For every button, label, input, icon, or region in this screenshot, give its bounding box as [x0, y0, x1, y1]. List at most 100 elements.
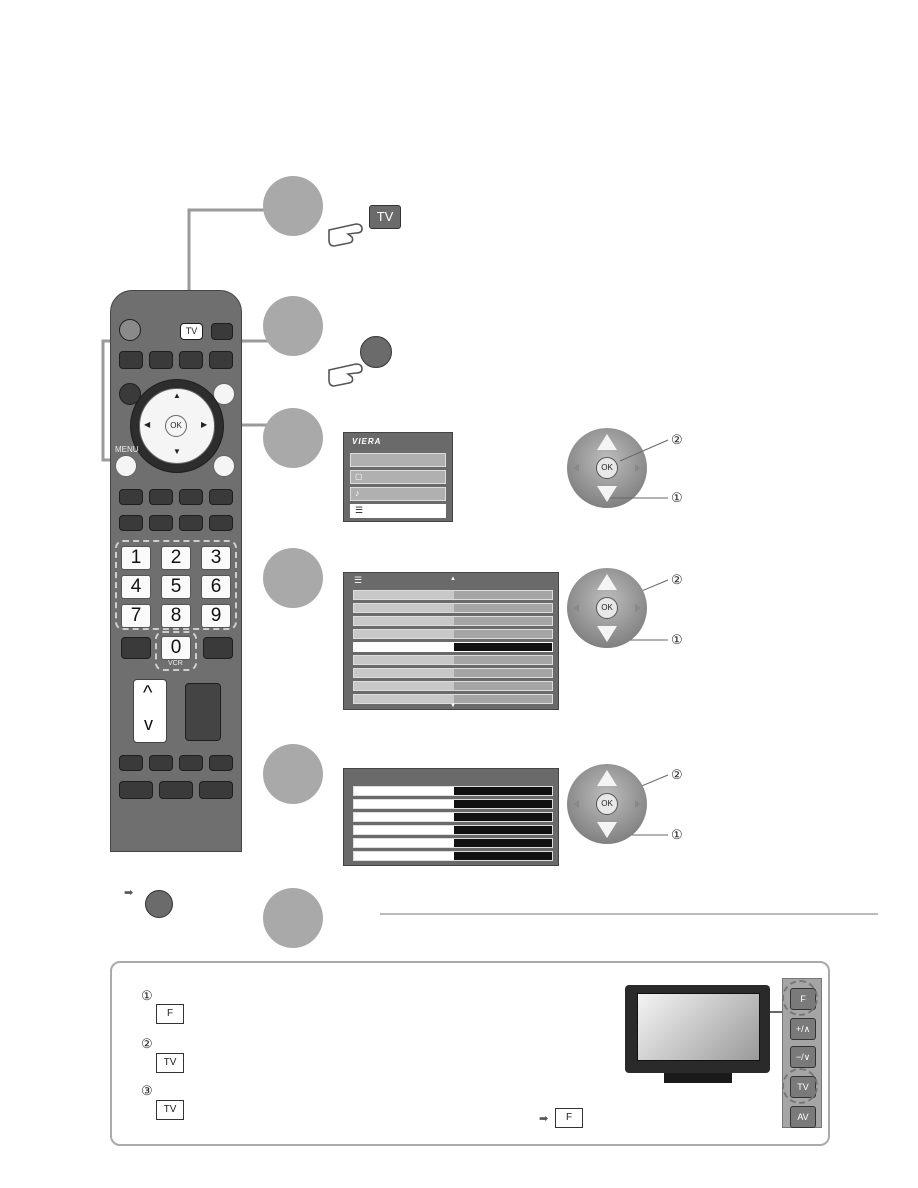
- move-marker: ①: [671, 632, 683, 647]
- arrow-right-icon[interactable]: ▶: [201, 420, 208, 429]
- function-button-1[interactable]: [119, 515, 143, 531]
- number-key-5[interactable]: 5: [161, 575, 191, 599]
- number-key-3[interactable]: 3: [201, 546, 231, 570]
- arrow-left-icon[interactable]: [573, 604, 579, 612]
- setup-row-9[interactable]: [353, 694, 553, 704]
- volume-rocker[interactable]: [185, 683, 221, 741]
- scroll-up-icon[interactable]: ▲: [450, 576, 456, 582]
- arrow-down-icon[interactable]: [597, 822, 617, 838]
- bottom-button-5[interactable]: [119, 781, 153, 799]
- bottom-button-3[interactable]: [179, 755, 203, 771]
- setup-row-1[interactable]: [353, 590, 553, 600]
- menu-button[interactable]: [115, 455, 137, 477]
- bottom-button-7[interactable]: [199, 781, 233, 799]
- ok-button[interactable]: OK: [596, 597, 618, 619]
- number-keys-highlight: [115, 540, 237, 630]
- arrow-up-icon[interactable]: [597, 434, 617, 450]
- tv-channel-down-button[interactable]: −/∨: [790, 1046, 816, 1068]
- function-button-3[interactable]: [179, 515, 203, 531]
- arrow-up-icon[interactable]: ▲: [173, 391, 181, 400]
- setup-row-7[interactable]: [353, 668, 553, 678]
- setup-row-4[interactable]: [353, 629, 553, 639]
- arrow-right-icon[interactable]: [635, 604, 641, 612]
- select-marker: ②: [671, 572, 683, 587]
- submenu-row-2[interactable]: [353, 799, 553, 809]
- bottom-button-4[interactable]: [209, 755, 233, 771]
- top-button-4[interactable]: [209, 351, 233, 369]
- function-button-2[interactable]: [149, 515, 173, 531]
- input-button[interactable]: [211, 323, 233, 340]
- tv-channel-up-button[interactable]: +/∧: [790, 1018, 816, 1040]
- color-button-2[interactable]: [149, 489, 173, 505]
- function-button-4[interactable]: [209, 515, 233, 531]
- setup-row-selected[interactable]: [353, 642, 553, 652]
- tv-av-button[interactable]: AV: [790, 1106, 816, 1128]
- step-circle-1: [263, 176, 323, 236]
- left-key-button[interactable]: [121, 637, 151, 659]
- right-key-button[interactable]: [203, 637, 233, 659]
- remote-control: TV OK ▲ ▼ ◀ ▶ MENU 1 2 3 4 5 6 7 8 9 0 V…: [110, 290, 242, 852]
- bottom-button-2[interactable]: [149, 755, 173, 771]
- number-key-9[interactable]: 9: [201, 604, 231, 628]
- bottom-button-6[interactable]: [159, 781, 193, 799]
- number-key-1[interactable]: 1: [121, 546, 151, 570]
- tv-button[interactable]: TV: [180, 323, 203, 340]
- ok-button[interactable]: OK: [165, 415, 187, 437]
- arrow-left-icon[interactable]: ◀: [144, 420, 151, 429]
- number-key-8[interactable]: 8: [161, 604, 191, 628]
- setup-row-2[interactable]: [353, 603, 553, 613]
- channel-up-button[interactable]: ^: [143, 682, 153, 704]
- number-key-0[interactable]: 0: [161, 636, 191, 660]
- menu-item-audio[interactable]: ♪: [350, 487, 446, 501]
- channel-down-button[interactable]: v: [144, 714, 153, 734]
- submenu-row-1[interactable]: [353, 786, 553, 796]
- arrow-up-icon[interactable]: [597, 574, 617, 590]
- top-button-2[interactable]: [149, 351, 173, 369]
- arrow-right-icon[interactable]: [635, 464, 641, 472]
- screen-icon: ▢: [355, 472, 363, 481]
- note-marker-2: ②: [141, 1036, 153, 1051]
- setup-row-3[interactable]: [353, 616, 553, 626]
- channel-rocker: ^ v: [133, 679, 167, 743]
- color-button-1[interactable]: [119, 489, 143, 505]
- submenu-row-4[interactable]: [353, 825, 553, 835]
- arrow-right-icon: ➡: [124, 887, 134, 899]
- submenu-row-6[interactable]: [353, 851, 553, 861]
- submenu-row-5[interactable]: [353, 838, 553, 848]
- list-icon: ☰: [354, 575, 363, 585]
- power-button[interactable]: [119, 319, 141, 341]
- move-marker: ①: [671, 490, 683, 505]
- left-round-button[interactable]: [119, 383, 141, 405]
- menu-item-screen[interactable]: ▢: [350, 470, 446, 484]
- bottom-button-1[interactable]: [119, 755, 143, 771]
- return-button-icon: [145, 890, 173, 918]
- arrow-left-icon[interactable]: [573, 800, 579, 808]
- setup-row-6[interactable]: [353, 655, 553, 665]
- right-round-button[interactable]: [213, 383, 235, 405]
- arrow-down-icon[interactable]: ▼: [173, 447, 181, 456]
- tv-screen: [637, 993, 760, 1061]
- number-key-6[interactable]: 6: [201, 575, 231, 599]
- color-button-3[interactable]: [179, 489, 203, 505]
- arrow-down-icon[interactable]: [597, 626, 617, 642]
- arrow-up-icon[interactable]: [597, 770, 617, 786]
- menu-item-setup[interactable]: ☰: [350, 504, 446, 518]
- top-button-1[interactable]: [119, 351, 143, 369]
- top-button-3[interactable]: [179, 351, 203, 369]
- viera-logo: VIERA: [352, 437, 382, 446]
- arrow-right-icon[interactable]: [635, 800, 641, 808]
- tv-key-icon: TV: [369, 205, 401, 229]
- arrow-left-icon[interactable]: [573, 464, 579, 472]
- menu-item-picture[interactable]: [350, 453, 446, 467]
- color-button-4[interactable]: [209, 489, 233, 505]
- ok-button[interactable]: OK: [596, 793, 618, 815]
- arrow-right-icon: ➡: [539, 1113, 549, 1125]
- setup-row-8[interactable]: [353, 681, 553, 691]
- exit-button[interactable]: [213, 455, 235, 477]
- number-key-4[interactable]: 4: [121, 575, 151, 599]
- ok-button[interactable]: OK: [596, 457, 618, 479]
- submenu-row-3[interactable]: [353, 812, 553, 822]
- number-key-2[interactable]: 2: [161, 546, 191, 570]
- number-key-7[interactable]: 7: [121, 604, 151, 628]
- scroll-down-icon[interactable]: ▼: [450, 703, 456, 709]
